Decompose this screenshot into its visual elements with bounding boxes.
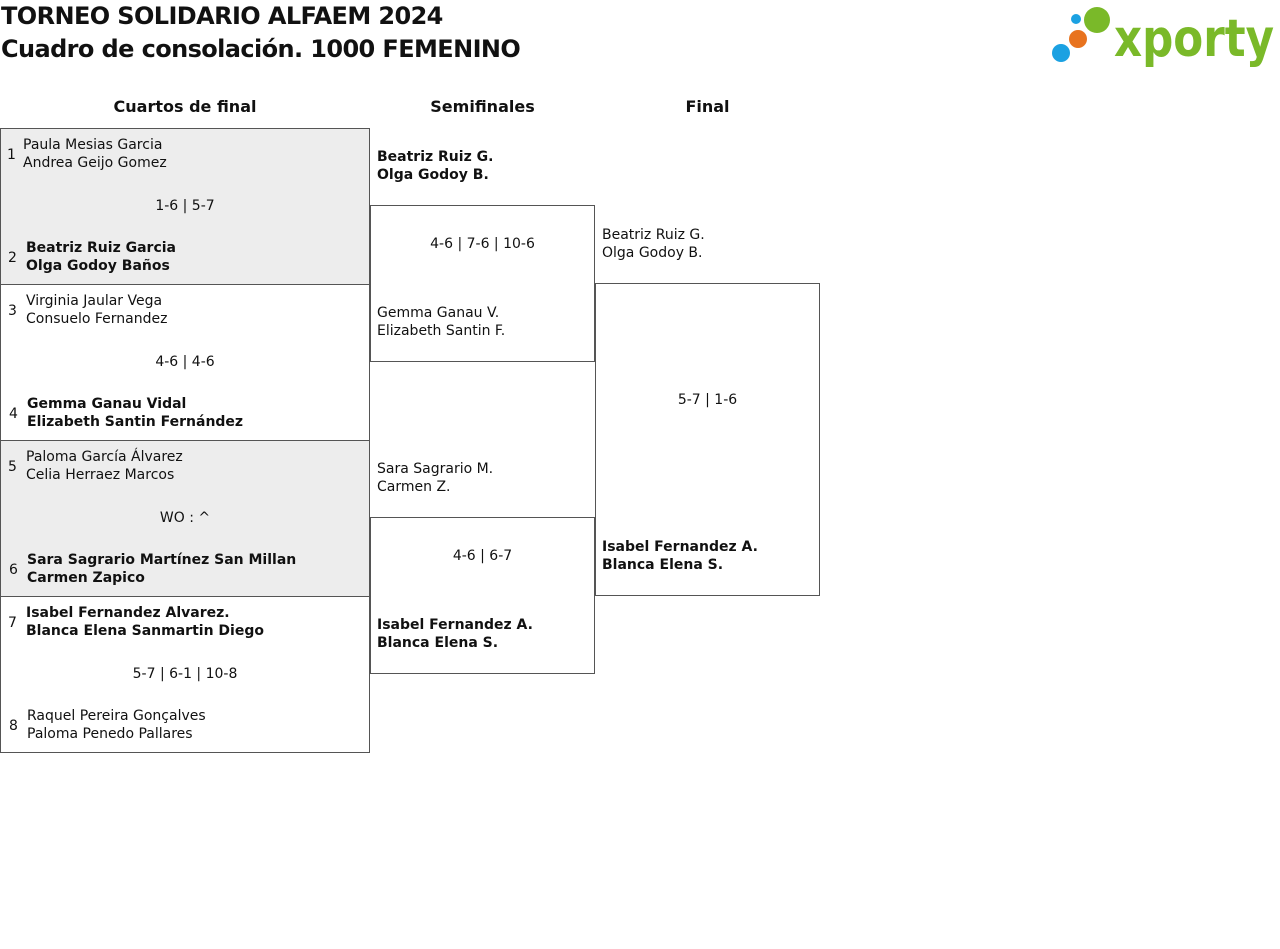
semifinal-score: 4-6 | 6-7: [452, 548, 513, 564]
final-match-bracket: [595, 283, 820, 596]
seed-number: 1: [7, 147, 16, 163]
round-header-semifinals: Semifinales: [430, 97, 535, 116]
semifinalist-name: Olga Godoy B.: [377, 167, 489, 183]
round-header-final: Final: [685, 97, 730, 116]
match-score: WO : ^: [159, 510, 211, 526]
winner-name: Isabel Fernandez Alvarez.: [26, 605, 230, 621]
quarterfinal-match-1: 1 Paula Mesias Garcia Andrea Geijo Gomez…: [0, 128, 370, 285]
semifinal-score: 4-6 | 7-6 | 10-6: [430, 236, 535, 252]
seed-number: 8: [9, 718, 18, 734]
final-score: 5-7 | 1-6: [677, 392, 738, 408]
winner-name: Elizabeth Santin Fernández: [27, 414, 244, 430]
semifinalist-name: Gemma Ganau V.: [377, 305, 500, 321]
seed-number: 4: [9, 406, 18, 422]
seed-number: 5: [8, 459, 17, 475]
player-name: Virginia Jaular Vega: [26, 293, 163, 309]
semifinalist-name: Isabel Fernandez A.: [377, 617, 533, 633]
finalist-name: Olga Godoy B.: [602, 245, 703, 261]
logo-wordmark: xporty: [1114, 9, 1274, 68]
semifinalist-name: Carmen Z.: [377, 479, 451, 495]
player-name: Paloma Penedo Pallares: [27, 726, 193, 742]
player-name: Consuelo Fernandez: [26, 311, 168, 327]
round-header-quarterfinals: Cuartos de final: [113, 97, 257, 116]
semifinalist-name: Beatriz Ruiz G.: [377, 149, 494, 165]
quarterfinal-match-3: 5 Paloma García Álvarez Celia Herraez Ma…: [0, 440, 370, 597]
semifinal-match-1-bracket: [370, 205, 595, 362]
winner-name: Carmen Zapico: [27, 570, 145, 586]
player-name: Andrea Geijo Gomez: [23, 155, 167, 171]
semifinalist-name: Elizabeth Santin F.: [377, 323, 506, 339]
semifinalist-name: Sara Sagrario M.: [377, 461, 494, 477]
champion-name: Isabel Fernandez A.: [602, 539, 758, 555]
seed-number: 7: [8, 615, 17, 631]
finalist-name: Beatriz Ruiz G.: [602, 227, 705, 243]
player-name: Paula Mesias Garcia: [23, 137, 163, 153]
player-name: Raquel Pereira Gonçalves: [27, 708, 206, 724]
draw-subtitle: Cuadro de consolación. 1000 FEMENINO: [1, 35, 521, 63]
seed-number: 3: [8, 303, 17, 319]
match-score: 1-6 | 5-7: [155, 198, 215, 214]
tournament-title: TORNEO SOLIDARIO ALFAEM 2024: [1, 2, 443, 30]
winner-name: Olga Godoy Baños: [26, 258, 170, 274]
logo-dot-orange: [1069, 30, 1087, 48]
match-score: 5-7 | 6-1 | 10-8: [132, 666, 238, 682]
semifinal-match-2-bracket: [370, 517, 595, 674]
semifinalist-name: Blanca Elena S.: [377, 635, 499, 651]
logo-dot-blue: [1052, 44, 1070, 62]
quarterfinal-match-2: 3 Virginia Jaular Vega Consuelo Fernande…: [0, 284, 370, 441]
logo-dot-blue-small: [1071, 14, 1081, 24]
logo-dot-green: [1084, 7, 1110, 33]
winner-name: Blanca Elena Sanmartin Diego: [26, 623, 264, 639]
champion-name: Blanca Elena S.: [602, 557, 724, 573]
player-name: Celia Herraez Marcos: [26, 467, 175, 483]
xporty-logo[interactable]: xporty: [1050, 4, 1276, 69]
seed-number: 2: [8, 250, 17, 266]
player-name: Paloma García Álvarez: [26, 449, 183, 465]
match-score: 4-6 | 4-6: [155, 354, 215, 370]
winner-name: Gemma Ganau Vidal: [27, 396, 187, 412]
seed-number: 6: [9, 562, 18, 578]
winner-name: Beatriz Ruiz Garcia: [26, 240, 176, 256]
winner-name: Sara Sagrario Martínez San Millan: [27, 552, 297, 568]
quarterfinal-match-4: 7 Isabel Fernandez Alvarez. Blanca Elena…: [0, 596, 370, 753]
